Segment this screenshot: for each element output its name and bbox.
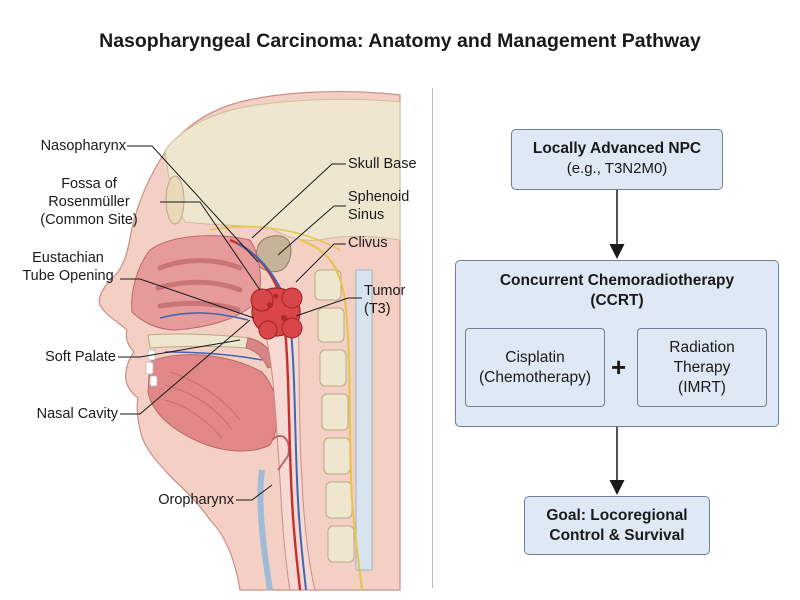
leader-lines [118, 145, 362, 501]
label-nasopharynx: Nasopharynx [40, 138, 126, 154]
stage-box: Locally Advanced NPC (e.g., T3N2M0) [511, 129, 723, 190]
chemo-box: Cisplatin (Chemotherapy) [465, 328, 605, 407]
radiation-box: Radiation Therapy (IMRT) [637, 328, 767, 407]
page-title: Nasopharyngeal Carcinoma: Anatomy and Ma… [99, 30, 701, 52]
label-oropharynx: Oropharynx [158, 492, 234, 508]
goal-box-line1: Goal: Locoregional [546, 507, 688, 524]
label-skull-base: Skull Base [348, 156, 417, 172]
ccrt-box-title: Concurrent Chemoradiotherapy [499, 272, 735, 289]
cervical-spine [314, 269, 373, 571]
frontal-sinus [165, 175, 185, 225]
label-eustachian-tube: Eustachian Tube Opening [22, 250, 114, 284]
plus-sign: + [611, 352, 627, 382]
soft-palate [245, 337, 277, 369]
ccrt-box-subtitle: (CCRT) [590, 292, 644, 309]
label-tumor: Tumor (T3) [364, 283, 406, 317]
tongue [147, 354, 279, 452]
label-soft-palate: Soft Palate [45, 349, 116, 365]
section-divider [432, 88, 433, 588]
sphenoid-sinus [254, 235, 292, 273]
goal-box: Goal: Locoregional Control & Survival [524, 496, 710, 555]
label-clivus: Clivus [348, 235, 388, 251]
tumor-mass [250, 287, 303, 340]
label-nasal-cavity: Nasal Cavity [36, 406, 118, 422]
label-sphenoid-sinus: Sphenoid Sinus [348, 189, 410, 223]
label-fossa-of-rosenmuller: Fossa of Rosenmüller (Common Site) [40, 176, 138, 228]
goal-box-line2: Control & Survival [549, 527, 685, 544]
stage-box-subtitle: (e.g., T3N2M0) [566, 160, 668, 177]
skull-bone [164, 98, 401, 241]
stage-box-title: Locally Advanced NPC [532, 140, 702, 157]
anatomy-illustration [98, 91, 401, 591]
